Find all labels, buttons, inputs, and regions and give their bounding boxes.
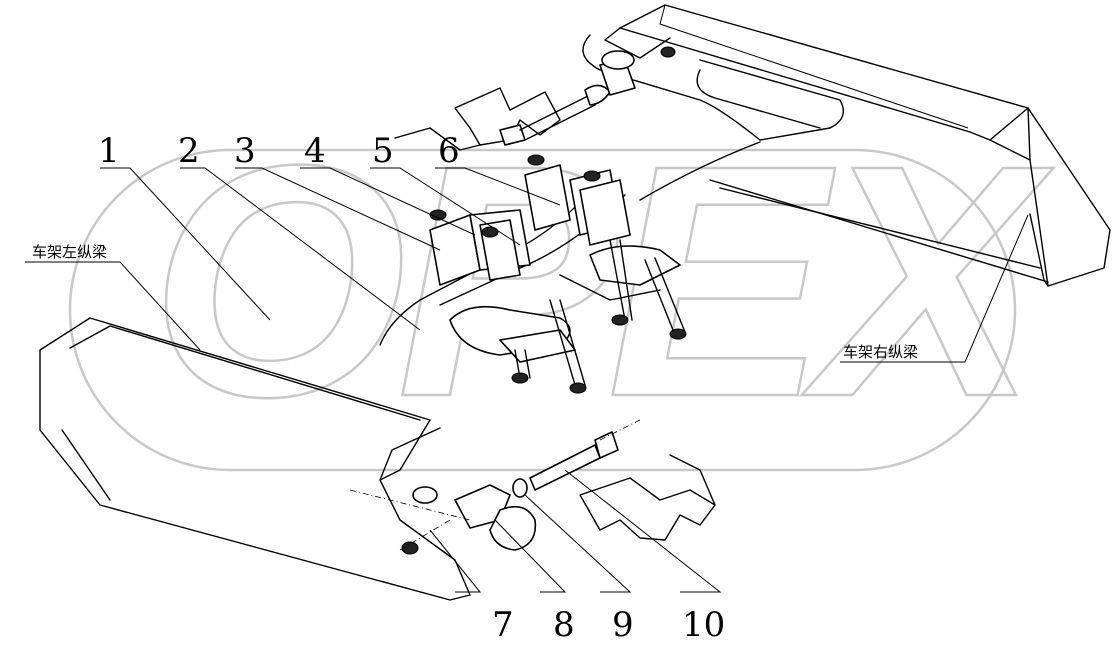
callout-numbers: 1 2 3 4 5 6 7 8 9 10 [98,131,725,645]
upper-bracket [394,87,561,151]
lower-clamp-assembly [349,419,641,555]
callout-3: 3 [234,131,256,171]
callout-5: 5 [372,131,394,171]
callout-1: 1 [98,131,120,171]
watermark: OPEX [68,95,1065,472]
top-bolt-assembly [499,46,676,146]
callout-10: 10 [682,605,725,645]
callout-7: 7 [492,605,514,645]
left-frame-rail-label: 车架左纵梁 [32,243,107,261]
left-frame-rail [39,317,471,601]
callout-4: 4 [304,131,326,171]
right-frame-rail [604,4,1111,287]
callout-9: 9 [612,605,634,645]
clamp-group-b [524,154,687,340]
callout-8: 8 [553,605,575,645]
clamp-group-a [429,209,587,394]
lower-bracket [579,454,716,541]
right-frame-rail-label: 车架右纵梁 [843,343,918,361]
leader-lines [25,167,1029,593]
callout-6: 6 [438,131,460,171]
callout-2: 2 [178,131,200,171]
